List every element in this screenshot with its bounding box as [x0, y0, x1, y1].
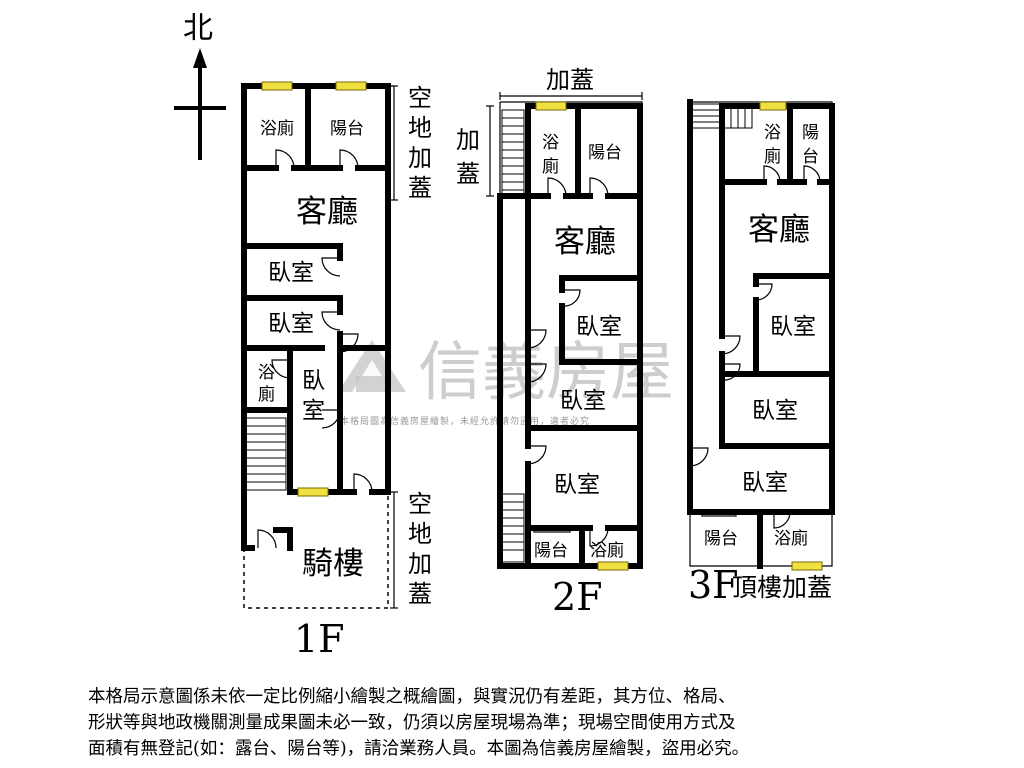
- disclaimer-line: 形狀等與地政機關測量成果圖未必一致，仍須以房屋現場為準；現場空間使用方式及: [88, 713, 736, 733]
- doors-3f: [689, 165, 821, 529]
- north-arrow-icon: [193, 48, 207, 68]
- window-icon: [335, 81, 367, 91]
- room-label-bedroom: 臥室: [752, 398, 798, 424]
- room-label-living: 客廳: [748, 212, 810, 248]
- addition-note-2f-side: 加 蓋: [456, 105, 494, 197]
- room-label-balcony: 陽台: [588, 143, 622, 163]
- room-label-bedroom: 臥室: [268, 260, 314, 286]
- room-label-balcony: 陽台: [534, 541, 568, 561]
- svg-text:蓋: 蓋: [408, 580, 432, 608]
- room-label-bath-v2: 廁: [542, 156, 559, 177]
- room-label-bath: 浴廁: [260, 118, 294, 139]
- room-label-balcony: 陽台: [330, 119, 364, 139]
- room-label-bath-v2: 廁: [764, 146, 781, 167]
- room-label-bath-v1: 浴: [258, 363, 275, 383]
- floor-label-3f: 3F: [688, 563, 739, 607]
- stairs-3f: [691, 103, 753, 129]
- watermark-brand: 信義房屋: [418, 336, 674, 410]
- svg-text:蓋: 蓋: [456, 160, 480, 188]
- floor-label-3f-suffix: 頂樓加蓋: [732, 573, 832, 602]
- floor-1f: 浴廁 陽台 客廳 臥室 臥室 浴 廁 臥 室 騎樓 空 地 加 蓋 空 地 加 …: [241, 81, 432, 661]
- north-label: 北: [183, 11, 213, 46]
- window-icon: [261, 81, 293, 91]
- room-label-bedroom-v1: 臥: [302, 368, 325, 394]
- room-label-bath-v1: 浴: [764, 123, 781, 143]
- room-label-bedroom: 臥室: [554, 472, 600, 498]
- addition-note-2f-top: 加蓋: [499, 66, 643, 100]
- svg-text:蓋: 蓋: [408, 174, 432, 202]
- svg-text:空: 空: [408, 84, 432, 112]
- svg-text:加: 加: [408, 144, 432, 172]
- room-label-bedroom: 臥室: [742, 470, 788, 496]
- svg-text:加: 加: [408, 550, 432, 578]
- watermark-logo-icon: [338, 340, 406, 392]
- svg-text:地: 地: [408, 520, 432, 548]
- room-label-arcade: 騎樓: [302, 546, 364, 582]
- floor-3f: 浴 廁 陽 台 客廳 臥室 臥室 臥室 陽台 浴廁 3F 頂樓加蓋: [687, 99, 835, 607]
- room-label-bath: 浴廁: [590, 540, 624, 561]
- addition-note-1f-rear: 空 地 加 蓋: [390, 84, 432, 202]
- room-label-bedroom: 臥室: [560, 388, 606, 414]
- north-compass: 北: [174, 11, 226, 160]
- floor-2f: 浴 廁 陽台 客廳 臥室 臥室 臥室 陽台 浴廁 加蓋 加 蓋 2F: [456, 66, 643, 619]
- room-label-bath-v2: 廁: [258, 384, 275, 405]
- room-label-balcony-v2: 台: [802, 147, 819, 167]
- window-icon: [535, 101, 567, 111]
- svg-text:加: 加: [456, 126, 480, 154]
- room-label-bath-v1: 浴: [542, 133, 559, 153]
- room-label-bedroom: 臥室: [576, 314, 622, 340]
- room-label-balcony: 陽台: [704, 529, 738, 549]
- svg-text:空: 空: [408, 490, 432, 518]
- room-label-living: 客廳: [296, 194, 358, 230]
- window-icon: [597, 561, 629, 571]
- stairs-1f: [245, 417, 287, 491]
- window-icon: [759, 101, 787, 111]
- room-label-bedroom-v2: 室: [302, 398, 325, 424]
- floor-label-2f: 2F: [552, 575, 603, 619]
- doors-2f: [527, 177, 609, 547]
- window-icon: [297, 487, 329, 497]
- doors-1f: [257, 149, 373, 549]
- floor-label-1f: 1F: [294, 617, 345, 661]
- window-icon: [791, 561, 823, 571]
- stairs-2f: [501, 109, 525, 563]
- disclaimer: 本格局示意圖係未依一定比例縮小繪製之概繪圖，與實況仍有差距，其方位、格局、 形狀…: [88, 684, 968, 762]
- disclaimer-line: 本格局示意圖係未依一定比例縮小繪製之概繪圖，與實況仍有差距，其方位、格局、: [88, 687, 736, 707]
- disclaimer-line: 面積有無登記(如：露台、陽台等)，請洽業務人員。本圖為信義房屋繪製，盜用必究。: [88, 739, 750, 759]
- room-label-balcony-v1: 陽: [802, 123, 819, 143]
- svg-text:地: 地: [408, 114, 432, 142]
- room-label-bath: 浴廁: [774, 528, 808, 549]
- svg-text:加蓋: 加蓋: [546, 66, 594, 94]
- room-label-bedroom: 臥室: [268, 311, 314, 337]
- room-label-living: 客廳: [554, 224, 616, 260]
- room-label-bedroom: 臥室: [770, 314, 816, 340]
- addition-note-1f-front: 空 地 加 蓋: [390, 490, 432, 609]
